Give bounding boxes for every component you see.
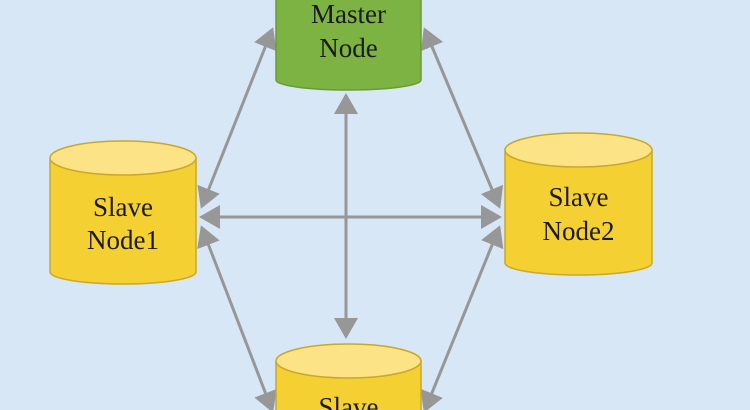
master-node-label-line1: Master xyxy=(311,0,386,29)
arrow-master-slave2 xyxy=(420,27,504,209)
slave-node-2-label-line2: Node2 xyxy=(543,216,615,246)
master-node: Master Node xyxy=(275,0,422,91)
arrow-slave1-slave3 xyxy=(197,225,277,410)
connection-arrows xyxy=(197,27,504,410)
slave-node-1: Slave Node1 xyxy=(49,140,197,285)
slave-node-2-label-line1: Slave xyxy=(549,182,609,212)
slave-node-1-label-line2: Node1 xyxy=(87,225,159,255)
master-node-label-line2: Node xyxy=(319,33,377,63)
slave-node-3-label-line1: Slave xyxy=(319,392,379,410)
slave-node-2: Slave Node2 xyxy=(504,132,653,276)
arrow-master-slave1 xyxy=(197,27,277,209)
slave-node-3: Slave xyxy=(275,343,422,410)
arrow-slave2-slave3 xyxy=(420,225,504,410)
slave-node-1-label-line1: Slave xyxy=(93,192,153,222)
